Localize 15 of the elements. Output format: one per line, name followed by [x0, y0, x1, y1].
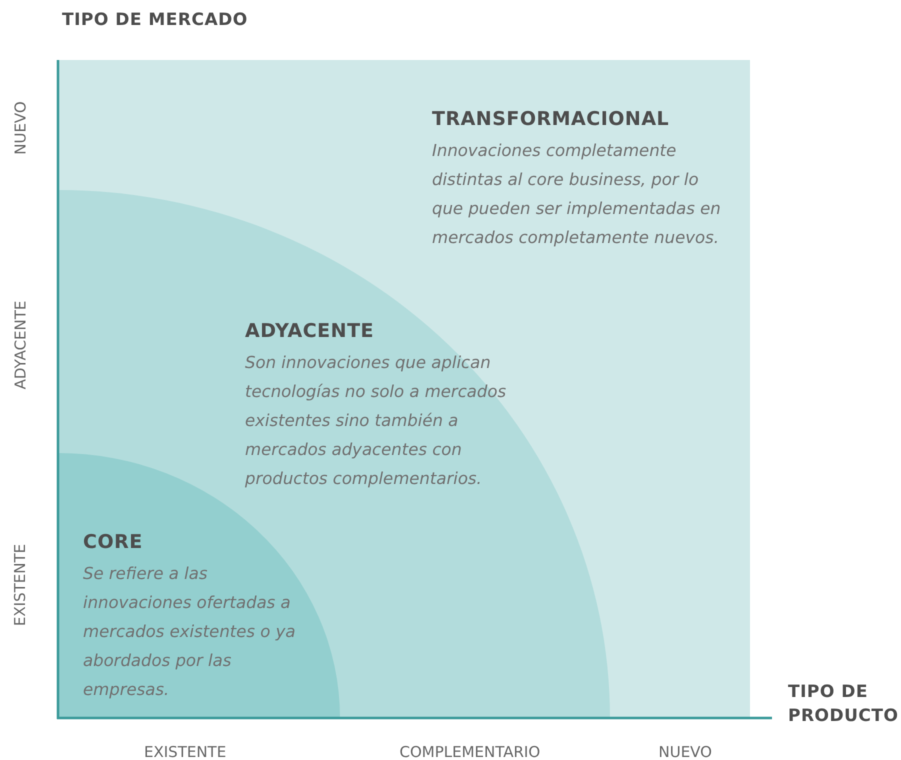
- axis-tick-label: NUEVO: [11, 101, 30, 155]
- axis-title: TIPO DE PRODUCTO: [788, 681, 898, 728]
- region-description: Son innovaciones que aplican tecnologías no solo a mercados existentes sino también a mercados adyacentes con productos complementarios.: [245, 352, 508, 490]
- region-description: Se refiere a las innovaciones ofertadas a mercados existentes o ya abordados por las empresas.: [83, 563, 296, 701]
- region-description: Innovaciones completamente distintas al core business, por lo que pueden ser implementadas en mercados completamente nuevos.: [432, 140, 722, 249]
- axis-tick-label: COMPLEMENTARIO: [400, 743, 540, 760]
- region-title: TRANSFORMACIONAL: [432, 108, 670, 130]
- axis-title: TIPO DE MERCADO: [62, 10, 248, 30]
- square-region: [58, 60, 750, 718]
- axis-tick-label: NUEVO: [658, 743, 712, 760]
- region-title: ADYACENTE: [245, 320, 374, 342]
- axis-tick-label: EXISTENTE: [11, 544, 30, 626]
- axis-tick-label: EXISTENTE: [144, 743, 226, 760]
- region-title: CORE: [83, 531, 143, 553]
- axis-tick-label: ADYACENTE: [10, 300, 29, 390]
